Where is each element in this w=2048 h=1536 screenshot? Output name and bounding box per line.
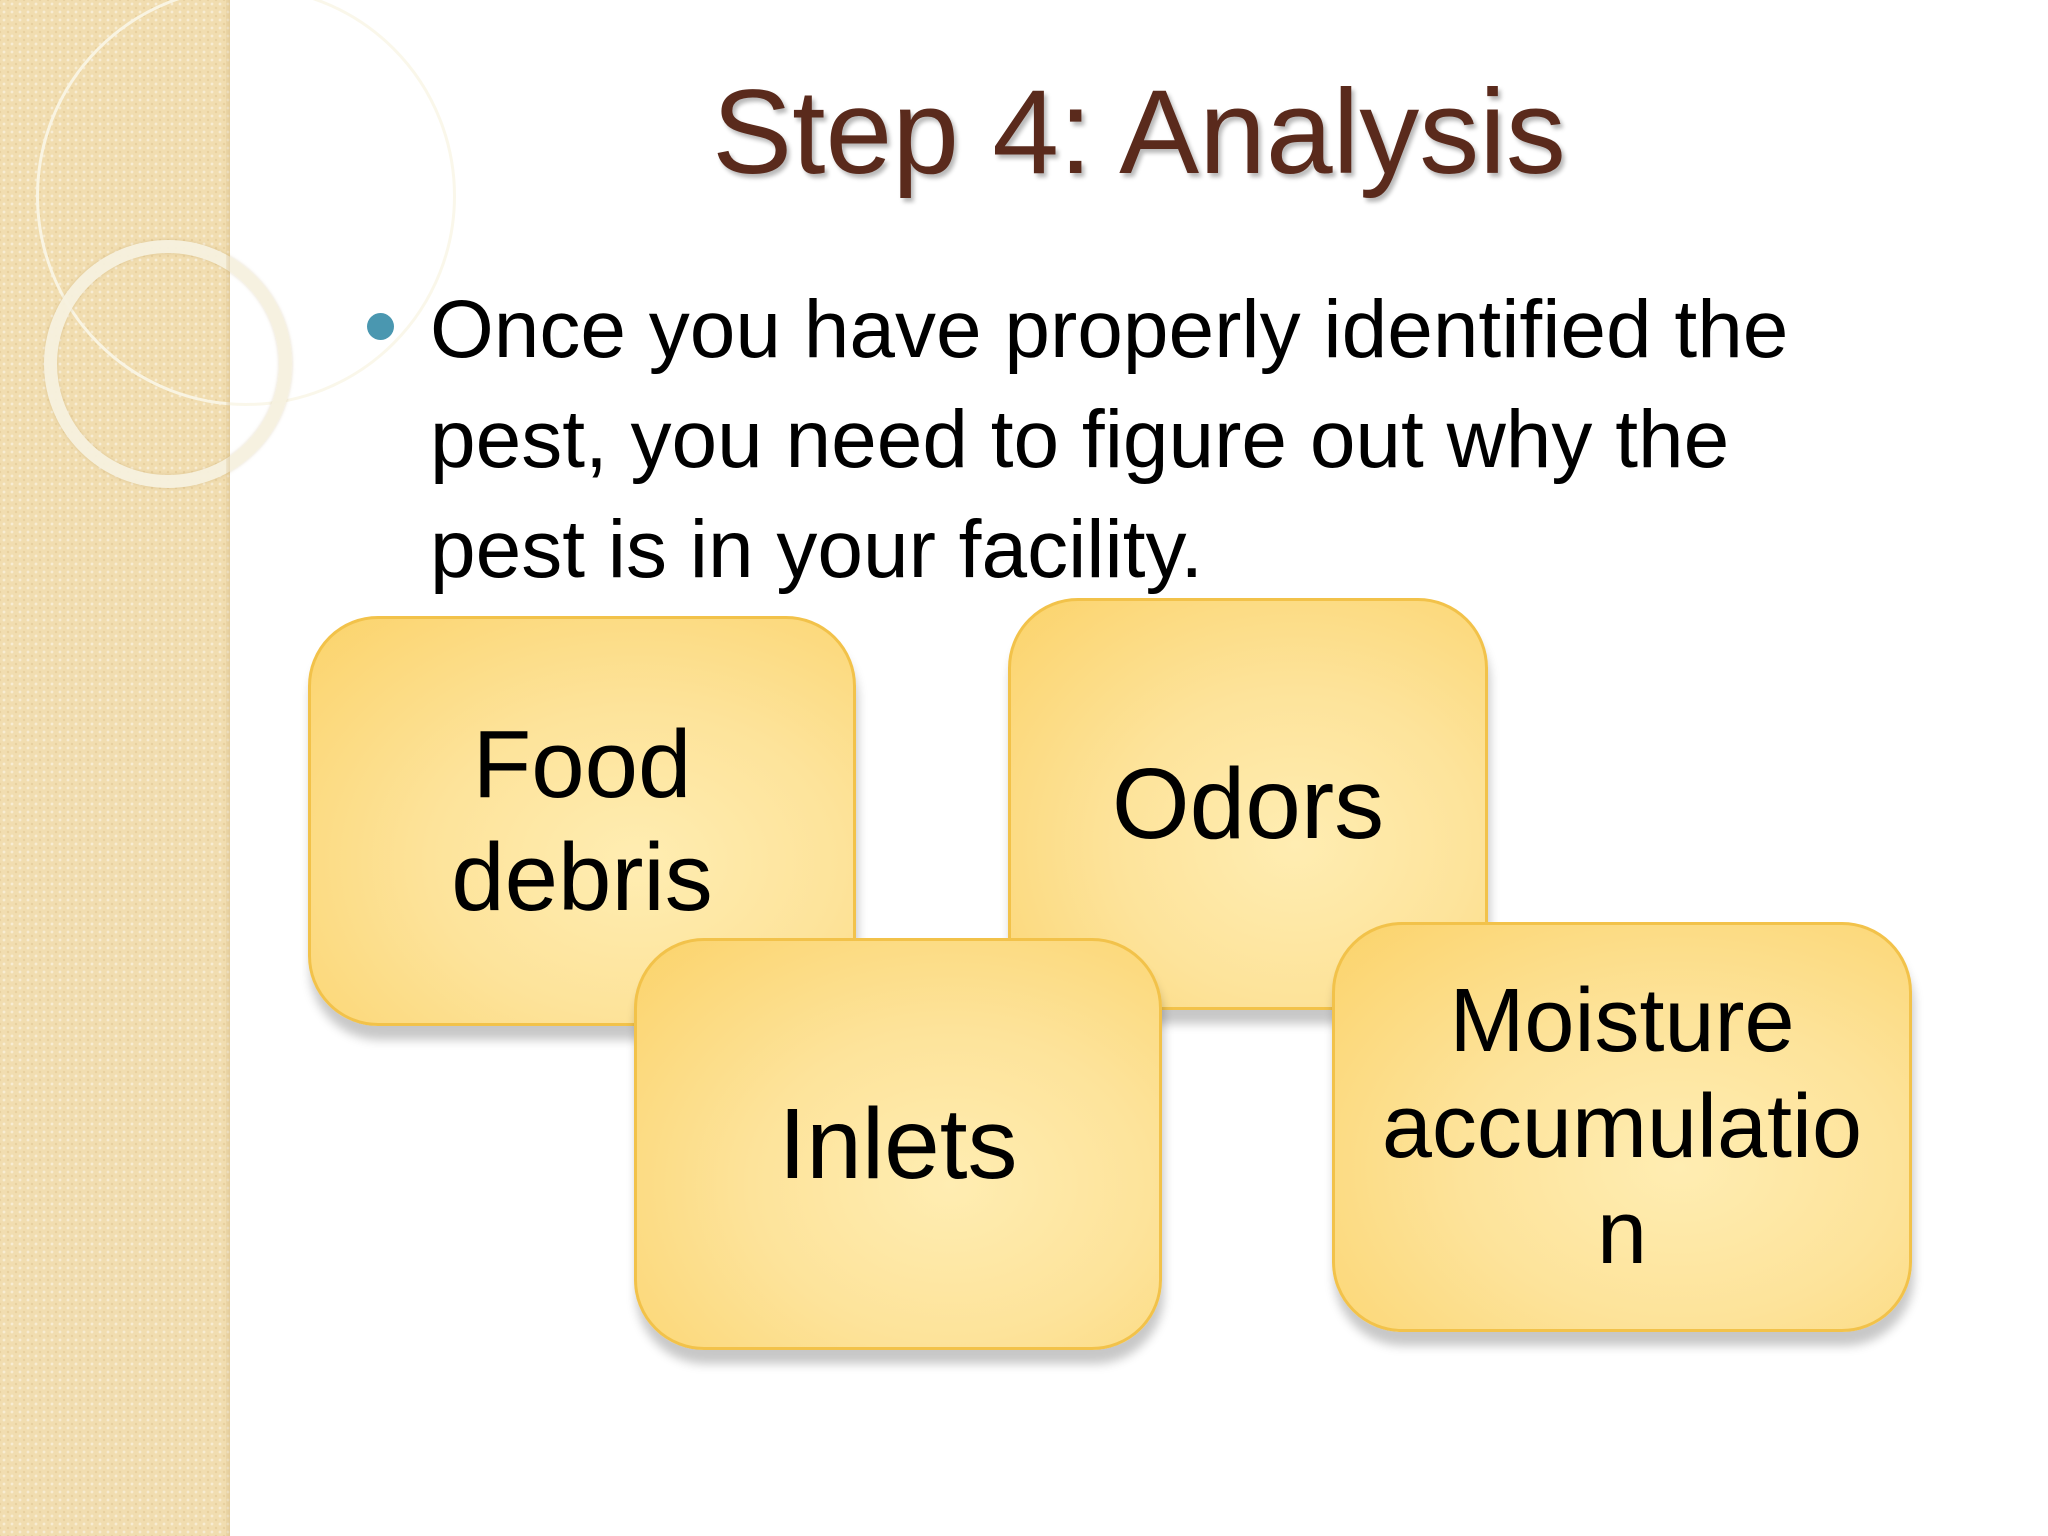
decorative-side-panel — [0, 0, 456, 1536]
bullet-dot-icon — [367, 313, 394, 340]
slide-title: Step 4: Analysis — [712, 65, 1566, 199]
food-debris-label: Food debris — [451, 710, 713, 931]
bullet-line-2: pest, you need to figure out why the — [430, 394, 1730, 485]
decorative-ring-small — [44, 240, 292, 488]
inlets-box: Inlets — [634, 938, 1162, 1350]
bullet-line-1: Once you have properly identified the — [430, 284, 1789, 375]
odors-label: Odors — [1111, 748, 1385, 860]
inlets-label: Inlets — [778, 1088, 1018, 1200]
moisture-accumulation-label: Moisture accumulatio n — [1381, 970, 1863, 1284]
bullet-line-3: pest is in your facility. — [430, 504, 1204, 595]
bullet-text: Once you have properly identified the pe… — [430, 275, 1990, 605]
moisture-accumulation-box: Moisture accumulatio n — [1332, 922, 1912, 1332]
